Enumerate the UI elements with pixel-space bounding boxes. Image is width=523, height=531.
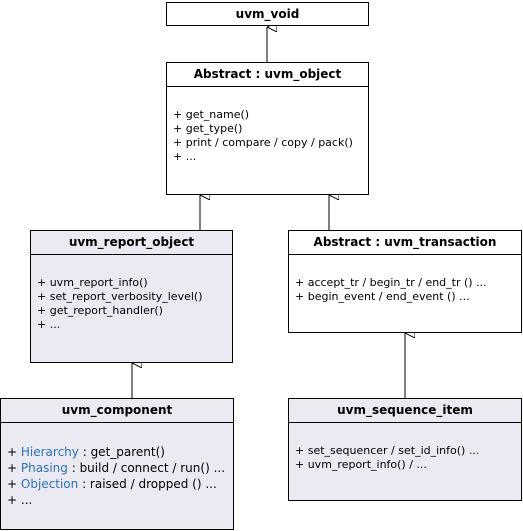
keyword-objection: Objection — [20, 477, 79, 491]
class-members: + set_sequencer / set_id_info() ... + uv… — [289, 423, 521, 472]
class-uvm-sequence-item: uvm_sequence_item + set_sequencer / set_… — [288, 398, 522, 501]
class-members: + get_name() + get_type() + print / comp… — [167, 87, 368, 164]
class-members: + accept_tr / begin_tr / end_tr () ... +… — [289, 255, 521, 304]
member: + ... — [173, 150, 197, 163]
member-more: + ... — [7, 493, 33, 507]
class-uvm-transaction: Abstract : uvm_transaction + accept_tr /… — [288, 230, 522, 333]
class-title: uvm_void — [235, 7, 300, 21]
member-phasing: + Phasing : build / connect / run() ... — [7, 461, 226, 475]
member: + set_sequencer / set_id_info() ... — [295, 444, 480, 457]
member: + print / compare / copy / pack() — [173, 136, 353, 149]
class-members: + Hierarchy : get_parent() + Phasing : b… — [1, 423, 233, 508]
class-title: uvm_component — [1, 399, 233, 423]
class-title: Abstract : uvm_object — [167, 63, 368, 87]
class-uvm-component: uvm_component + Hierarchy : get_parent()… — [0, 398, 234, 530]
member: + begin_event / end_event () ... — [295, 290, 470, 303]
member: + ... — [37, 318, 61, 331]
class-members: + uvm_report_info() + set_report_verbosi… — [31, 255, 232, 332]
class-uvm-void: uvm_void — [166, 2, 369, 26]
member: + uvm_report_info() — [37, 276, 148, 289]
keyword-hierarchy: Hierarchy — [20, 445, 79, 459]
member: + set_report_verbosity_level() — [37, 290, 203, 303]
member-objection: + Objection : raised / dropped () ... — [7, 477, 217, 491]
member-hierarchy: + Hierarchy : get_parent() — [7, 445, 165, 459]
member: + get_type() — [173, 122, 243, 135]
class-uvm-object: Abstract : uvm_object + get_name() + get… — [166, 62, 369, 195]
member: + uvm_report_info() / ... — [295, 458, 427, 471]
class-title: Abstract : uvm_transaction — [289, 231, 521, 255]
member: + get_name() — [173, 108, 250, 121]
member: + get_report_handler() — [37, 304, 163, 317]
class-title: uvm_report_object — [31, 231, 232, 255]
class-title: uvm_sequence_item — [289, 399, 521, 423]
keyword-phasing: Phasing — [20, 461, 68, 475]
class-uvm-report-object: uvm_report_object + uvm_report_info() + … — [30, 230, 233, 363]
member: + accept_tr / begin_tr / end_tr () ... — [295, 276, 487, 289]
